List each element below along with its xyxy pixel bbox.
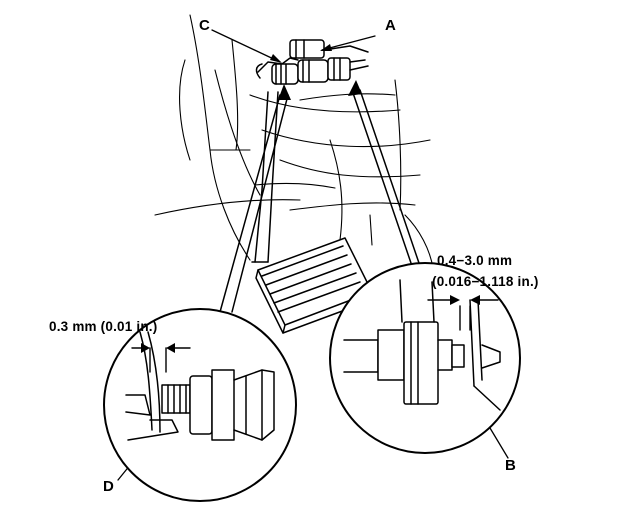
zoom-connectors [219, 89, 421, 313]
leader-arrowheads [270, 44, 332, 63]
left-detail-parts [125, 331, 275, 441]
left-gap-label: 0.3 mm (0.01 in.) [49, 319, 158, 334]
zoom-arrowheads [278, 80, 362, 100]
right-detail-parts [343, 279, 501, 411]
right-gap-mm-label: 0.4−3.0 mm [437, 253, 513, 268]
callout-d: D [103, 478, 114, 495]
brake-pedal [251, 91, 373, 334]
callout-c: C [199, 17, 210, 34]
left-arrow-in [141, 343, 150, 353]
vehicle-structure [154, 14, 434, 269]
right-arrow-out [470, 295, 480, 305]
right-gap-in-label: (0.016−1.118 in.) [432, 274, 539, 289]
callout-b: B [505, 457, 516, 474]
right-arrow-in [450, 295, 460, 305]
switch-cluster [255, 39, 369, 85]
callout-a: A [385, 17, 396, 34]
leader-c [211, 29, 281, 63]
left-arrow-out [166, 343, 175, 353]
